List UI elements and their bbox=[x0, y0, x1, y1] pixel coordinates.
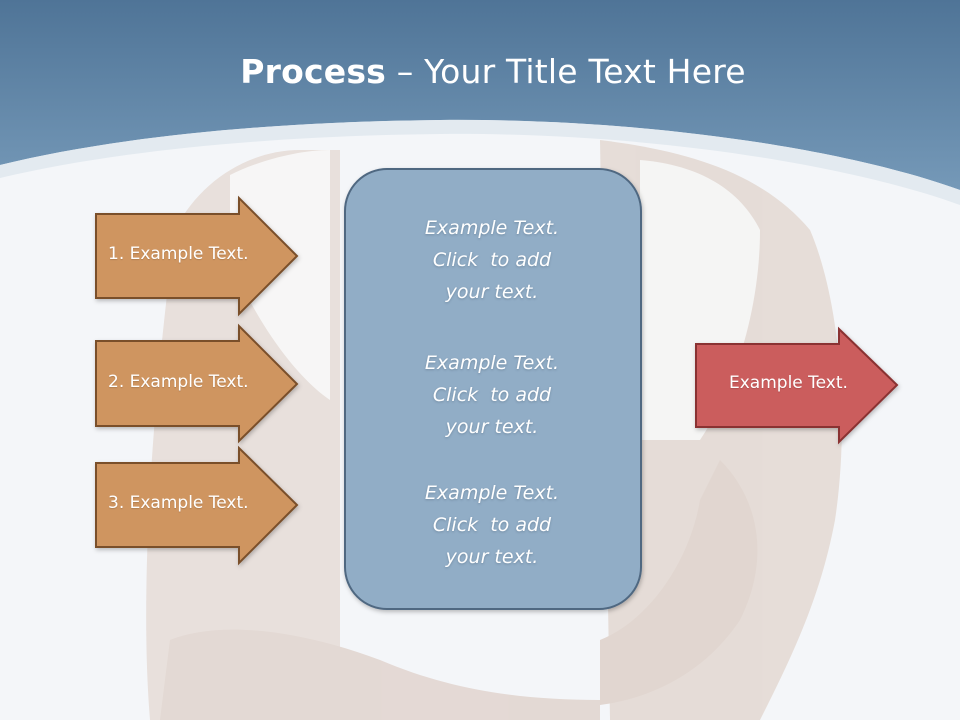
center-text-block-2: Example Text. Click to add your text. bbox=[346, 347, 638, 443]
center-text-line: Example Text. bbox=[424, 482, 560, 504]
center-text-block-1: Example Text. Click to add your text. bbox=[346, 212, 638, 308]
left-arrow-2[interactable] bbox=[95, 323, 299, 444]
header-band bbox=[0, 0, 960, 190]
left-arrow-2-label: 2. Example Text. bbox=[108, 372, 249, 392]
left-arrow-1[interactable] bbox=[95, 195, 299, 317]
center-text-line: Click to add bbox=[432, 384, 552, 406]
page-title: Process – Your Title Text Here bbox=[0, 52, 960, 91]
center-text-line: Example Text. bbox=[424, 217, 560, 239]
center-text-line: Click to add bbox=[432, 249, 552, 271]
title-bold-part: Process bbox=[240, 52, 387, 91]
left-arrow-3-label: 3. Example Text. bbox=[108, 493, 249, 513]
title-rest-part: – Your Title Text Here bbox=[386, 52, 746, 91]
center-text-line: your text. bbox=[445, 546, 539, 568]
center-text-line: Example Text. bbox=[424, 352, 560, 374]
center-text-line: Click to add bbox=[432, 514, 552, 536]
right-arrow[interactable] bbox=[695, 326, 899, 445]
left-arrow-3[interactable] bbox=[95, 445, 299, 566]
center-text-line: your text. bbox=[445, 281, 539, 303]
center-text-block-3: Example Text. Click to add your text. bbox=[346, 477, 638, 573]
left-arrow-1-label: 1. Example Text. bbox=[108, 244, 249, 264]
center-text-line: your text. bbox=[445, 416, 539, 438]
center-box[interactable] bbox=[344, 168, 642, 610]
right-arrow-label: Example Text. bbox=[729, 373, 848, 393]
